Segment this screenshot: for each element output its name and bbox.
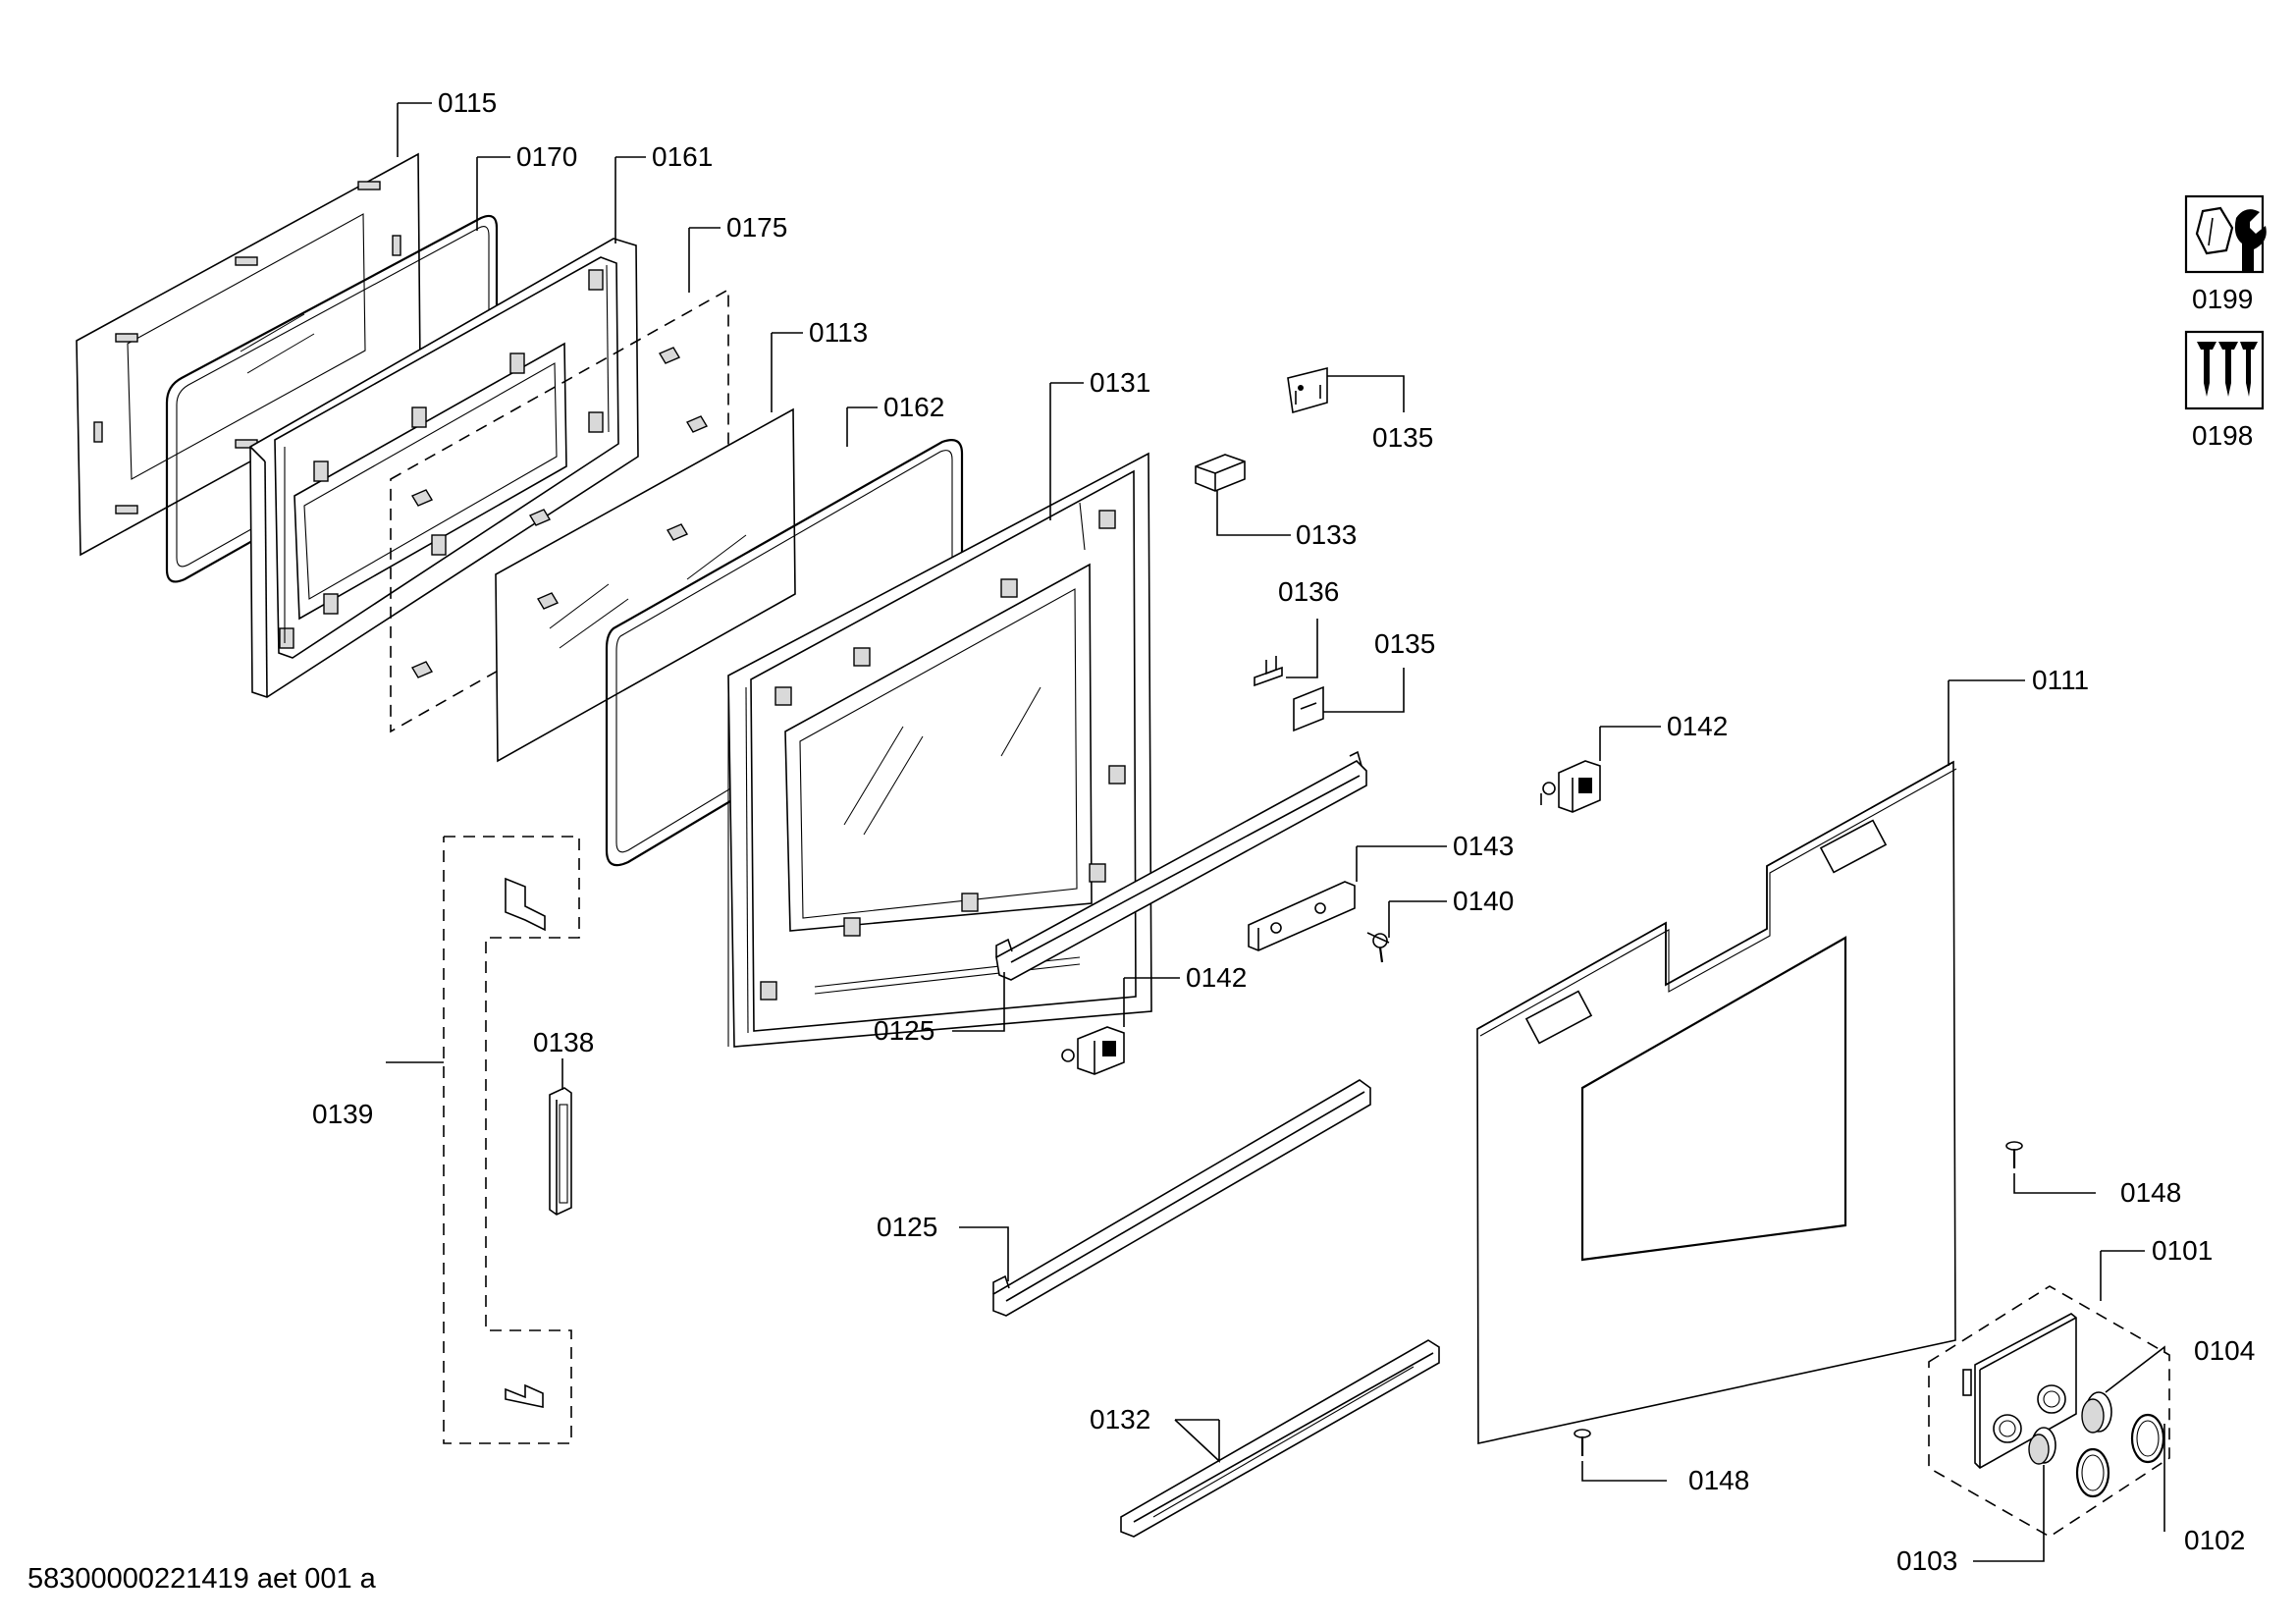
callout-0111: 0111 <box>2032 665 2089 695</box>
leader-lines <box>386 102 2165 1562</box>
callout-0135-lower: 0135 <box>1374 628 1435 659</box>
callout-0125-upper: 0125 <box>874 1015 934 1046</box>
control-knob-set <box>1928 1285 2170 1538</box>
callout-0139: 0139 <box>312 1099 373 1129</box>
callout-0161: 0161 <box>652 141 713 172</box>
callout-0104: 0104 <box>2194 1335 2255 1366</box>
callout-0142-lower: 0142 <box>1186 962 1247 993</box>
callout-0143: 0143 <box>1453 831 1514 861</box>
trim-rail-lower <box>992 1079 1371 1317</box>
panel-screw-lower <box>1574 1429 1591 1456</box>
callout-0132: 0132 <box>1090 1404 1150 1435</box>
legend-label-0199: 0199 <box>2192 284 2253 314</box>
inner-door-frame <box>249 238 639 698</box>
knob-cap <box>2028 1427 2056 1465</box>
control-knob <box>2081 1391 2112 1434</box>
door-bottom-strip <box>1120 1339 1440 1538</box>
screws-icon <box>2184 330 2265 410</box>
callout-0102: 0102 <box>2184 1525 2245 1555</box>
door-front-frame <box>727 452 1152 1048</box>
door-hinge-lower <box>1061 1026 1125 1075</box>
legend-label-0198: 0198 <box>2192 420 2253 451</box>
knob-rings <box>2075 1413 2165 1498</box>
callout-labels: 0115 0170 0161 0175 0113 0162 0131 0135 … <box>312 87 2255 1576</box>
callout-0140: 0140 <box>1453 886 1514 916</box>
outer-door-panel <box>1476 760 1957 1444</box>
callout-0148-upper: 0148 <box>2120 1177 2181 1208</box>
callout-0103: 0103 <box>1896 1545 1957 1576</box>
handle-end-cap <box>549 1087 572 1216</box>
callout-0133: 0133 <box>1296 519 1357 550</box>
door-hinge-upper <box>1540 760 1601 813</box>
callout-0136: 0136 <box>1278 576 1339 607</box>
hinge-bracket-top <box>1287 366 1328 414</box>
callout-0138: 0138 <box>533 1027 594 1057</box>
callout-0170: 0170 <box>516 141 577 172</box>
spacer-block <box>1195 454 1246 492</box>
callout-0148-lower: 0148 <box>1688 1465 1749 1495</box>
callout-0125-lower: 0125 <box>877 1212 937 1242</box>
nut-and-wrench-icon <box>2184 194 2267 274</box>
panel-screw-upper <box>2005 1141 2023 1168</box>
callout-0101: 0101 <box>2152 1235 2213 1266</box>
callout-0135-top: 0135 <box>1372 422 1433 453</box>
hinge-bracket-lower <box>1293 685 1324 732</box>
callout-0115: 0115 <box>438 87 497 118</box>
door-clip <box>1254 656 1283 687</box>
callout-0113: 0113 <box>809 317 868 348</box>
callout-0142-upper: 0142 <box>1667 711 1728 741</box>
callout-0131: 0131 <box>1090 367 1150 398</box>
intermediate-glass-pane <box>495 407 796 763</box>
callout-0175: 0175 <box>726 212 787 243</box>
fixing-screw <box>1366 932 1390 963</box>
callout-0162: 0162 <box>883 392 944 422</box>
trim-rail-upper <box>995 750 1367 981</box>
hinge-bracket-set <box>443 836 580 1444</box>
document-id: 58300000221419 aet 001 a <box>27 1563 376 1595</box>
handle-holder <box>1248 881 1356 951</box>
